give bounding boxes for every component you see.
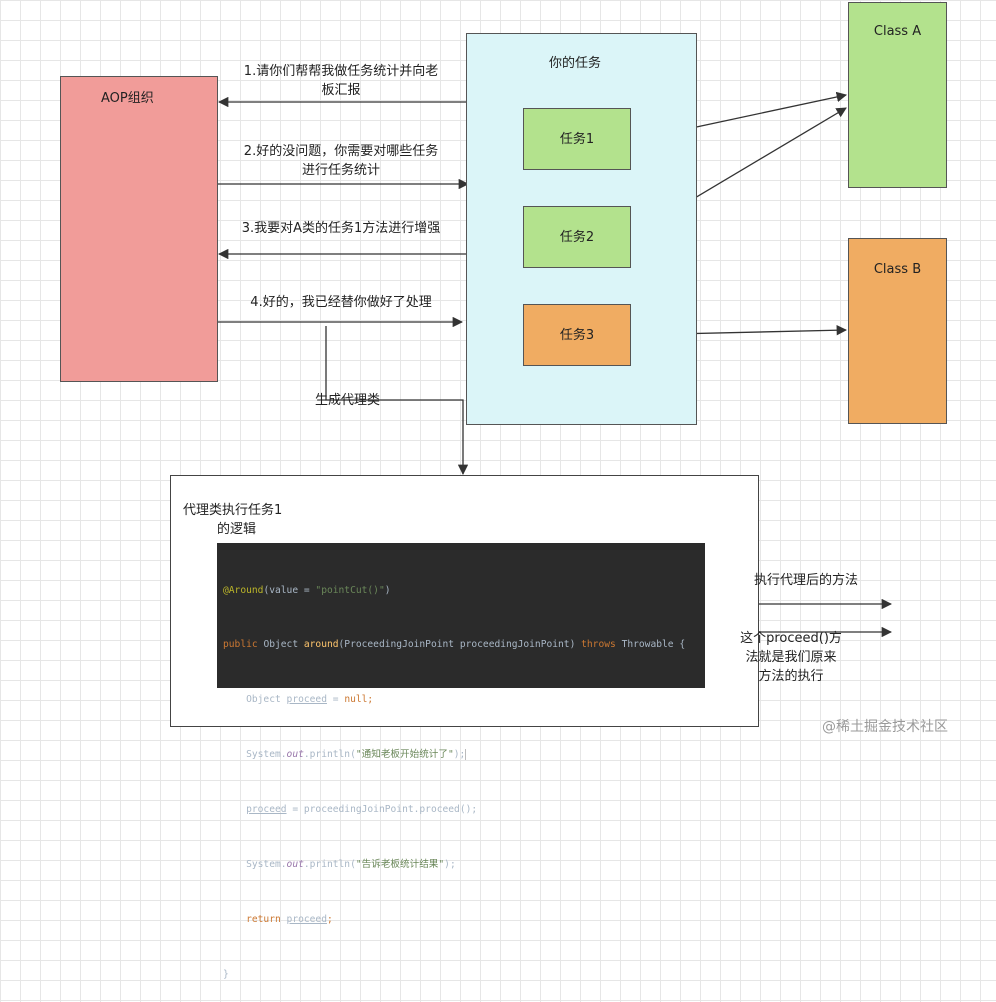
aop-org-box: AOP组织 <box>60 76 218 382</box>
message-2: 2.好的没问题，你需要对哪些任务 进行任务统计 <box>222 142 460 180</box>
task3-box: 任务3 <box>523 304 631 366</box>
text-cursor <box>465 748 467 760</box>
code-line: @Around(value = "pointCut()") <box>223 584 391 596</box>
proceed-note-line3: 方法的执行 <box>758 669 824 684</box>
proxy-title-line1: 代理类执行任务1 <box>183 503 283 518</box>
message-4: 4.好的，我已经替你做好了处理 <box>250 295 432 310</box>
code-line: System.out.println("通知老板开始统计了"); <box>223 748 467 761</box>
proceed-note-line2: 法就是我们原来 <box>745 650 837 665</box>
class-a-label: Class A <box>873 24 922 39</box>
message-1-line2: 板汇报 <box>321 83 361 98</box>
message-2-line2: 进行任务统计 <box>301 163 380 178</box>
code-line: System.out.println("告诉老板统计结果"); <box>223 859 456 871</box>
after-proxy-note: 执行代理后的方法 <box>754 573 859 588</box>
code-line: public Object around(ProceedingJoinPoint… <box>223 639 686 651</box>
code-line: return proceed; <box>246 913 333 925</box>
gen-proxy-label: 生成代理类 <box>315 393 381 408</box>
message-2-line1: 2.好的没问题，你需要对哪些任务 <box>243 144 439 159</box>
your-task-label: 你的任务 <box>549 56 602 71</box>
proceed-note: 这个proceed()方 法就是我们原来 方法的执行 <box>728 629 854 686</box>
aop-org-label: AOP组织 <box>101 91 154 106</box>
proceed-note-line1: 这个proceed()方 <box>740 631 842 646</box>
code-line: } <box>223 968 229 980</box>
class-b-box: Class B <box>848 238 947 424</box>
task2-label: 任务2 <box>559 230 595 245</box>
arrow-gen-proxy <box>325 326 469 476</box>
watermark: @稀土掘金技术社区 <box>822 719 948 735</box>
code-block: @Around(value = "pointCut()") public Obj… <box>217 543 705 980</box>
message-1-line1: 1.请你们帮帮我做任务统计并向老 <box>243 64 439 79</box>
message-3: 3.我要对A类的任务1方法进行增强 <box>241 221 441 236</box>
task1-box: 任务1 <box>523 108 631 170</box>
class-a-box: Class A <box>848 2 947 188</box>
class-b-label: Class B <box>873 262 922 277</box>
task3-label: 任务3 <box>559 328 595 343</box>
code-line: Object proceed = null; <box>223 694 374 706</box>
task2-box: 任务2 <box>523 206 631 268</box>
message-1: 1.请你们帮帮我做任务统计并向老 板汇报 <box>222 62 460 100</box>
proxy-title-line2: 的逻辑 <box>217 522 257 537</box>
code-line: proceed = proceedingJoinPoint.proceed(); <box>246 804 478 816</box>
task1-label: 任务1 <box>559 132 595 147</box>
